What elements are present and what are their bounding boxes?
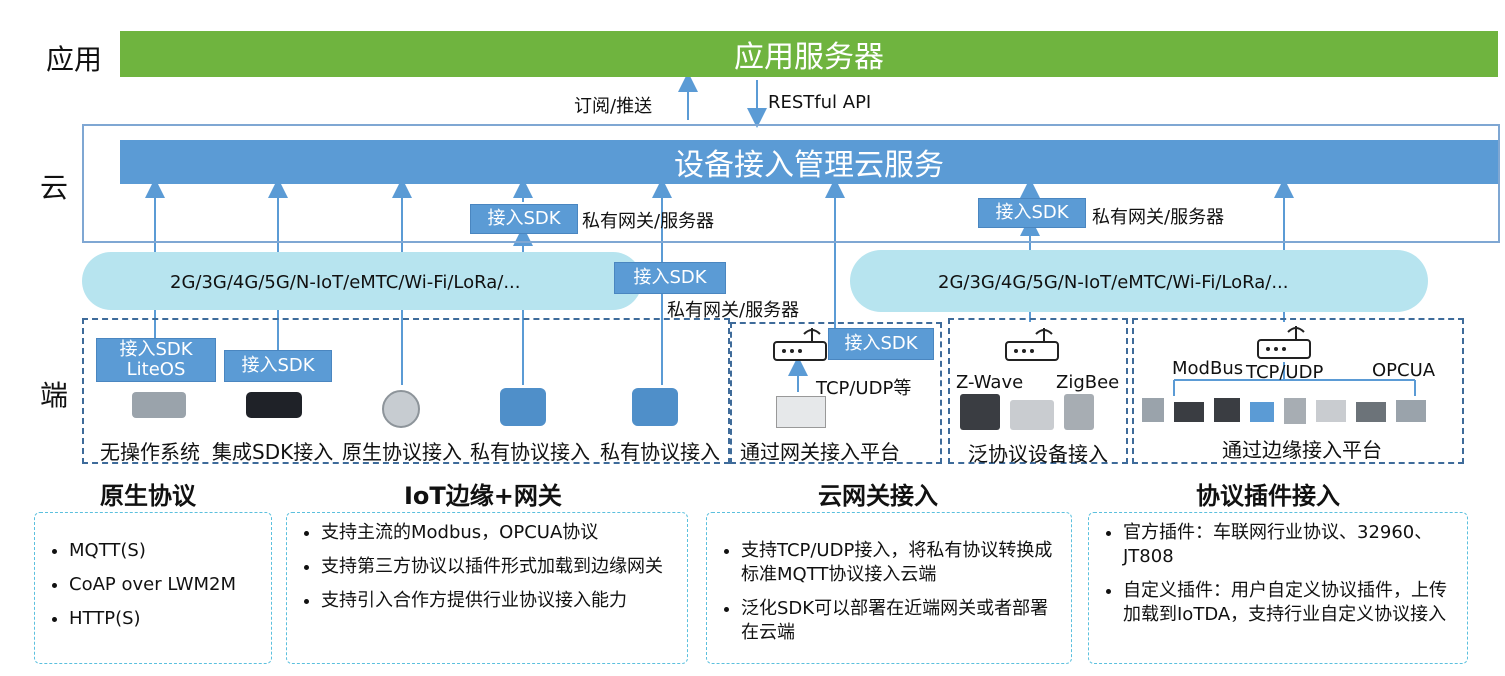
layer-label-device: 端 <box>40 379 69 412</box>
private-gw-label-1: 私有网关/服务器 <box>582 211 715 232</box>
app-server-bar: 应用服务器 <box>120 31 1498 77</box>
layer-label-cloud: 云 <box>40 171 69 204</box>
info-item: 泛化SDK可以部署在近端网关或者部署在云端 <box>741 597 1059 645</box>
info-item: CoAP over LWM2M <box>69 573 271 597</box>
bare-device-icon <box>132 392 186 418</box>
router-icon-3 <box>1257 326 1311 359</box>
info-item: 自定义插件：用户自定义协议插件，上传加载到IoTDA，支持行业自定义协议接入 <box>1123 579 1457 627</box>
device-caption: 私有协议接入 <box>600 440 720 464</box>
zwave-label: Z-Wave <box>956 372 1024 393</box>
sdk-box-3: 接入SDK <box>614 262 726 294</box>
info-box-cloud-gw: 支持TCP/UDP接入，将私有协议转换成标准MQTT协议接入云端 泛化SDK可以… <box>706 512 1072 664</box>
zigbee-label: ZigBee <box>1056 372 1120 393</box>
info-box-edge: 支持主流的Modbus，OPCUA协议 支持第三方协议以插件形式加载到边缘网关 … <box>286 512 688 664</box>
cloud-service-bar: 设备接入管理云服务 <box>120 140 1498 184</box>
info-item: 支持主流的Modbus，OPCUA协议 <box>321 521 677 545</box>
private-gw-label-2: 私有网关/服务器 <box>1092 207 1225 228</box>
sdk-box-2: 接入SDK <box>978 198 1086 228</box>
info-item: 支持第三方协议以插件形式加载到边缘网关 <box>321 555 677 579</box>
region-native <box>82 318 730 464</box>
info-box-plugin: 官方插件：车联网行业协议、32960、JT808 自定义插件：用户自定义协议插件… <box>1088 512 1468 664</box>
device-caption: 私有协议接入 <box>470 440 590 464</box>
region-gateway <box>730 322 942 464</box>
private-gw-label-3: 私有网关/服务器 <box>667 300 800 321</box>
device-caption: 原生协议接入 <box>342 440 462 464</box>
info-item: HTTP(S) <box>69 607 271 631</box>
device-caption: 通过边缘接入平台 <box>1222 438 1382 462</box>
network-label-right: 2G/3G/4G/5G/N-IoT/eMTC/Wi-Fi/LoRa/... <box>938 272 1289 293</box>
motor-icon <box>500 388 546 426</box>
push-label: 订阅/推送 <box>574 96 653 117</box>
section-title: 原生协议 <box>100 482 196 510</box>
device-caption: 泛协议设备接入 <box>968 442 1108 466</box>
edge-devices-icons <box>1142 398 1458 426</box>
section-title: 云网关接入 <box>818 482 938 510</box>
sdk-box-gateway: 接入SDK <box>828 328 934 360</box>
section-title: IoT边缘+网关 <box>404 482 562 510</box>
device-caption: 无操作系统 <box>100 440 200 464</box>
region-edge <box>1132 318 1464 464</box>
info-item: 官方插件：车联网行业协议、32960、JT808 <box>1123 521 1457 569</box>
info-item: 支持TCP/UDP接入，将私有协议转换成标准MQTT协议接入云端 <box>741 539 1059 587</box>
info-box-native: MQTT(S) CoAP over LWM2M HTTP(S) <box>34 512 272 664</box>
router-icon-2 <box>1005 328 1059 361</box>
modbus-label: ModBus <box>1172 358 1244 379</box>
gateway-device-icon <box>776 396 826 428</box>
section-title: 协议插件接入 <box>1196 482 1340 510</box>
network-cloud-right <box>850 250 1428 312</box>
network-cloud-left <box>82 252 642 310</box>
sdk-device-icon <box>246 392 302 418</box>
layer-label-app: 应用 <box>46 43 103 76</box>
sdk-liteos-line1: 接入SDK <box>119 339 193 360</box>
router-icon <box>773 328 827 361</box>
info-item: MQTT(S) <box>69 539 271 563</box>
sdk-box-device: 接入SDK <box>224 350 332 382</box>
region-generic <box>948 318 1128 464</box>
network-label-left: 2G/3G/4G/5G/N-IoT/eMTC/Wi-Fi/LoRa/... <box>170 272 521 293</box>
opcua-label: OPCUA <box>1372 360 1436 381</box>
generic-devices-icons <box>960 394 1110 430</box>
tcp-udp-label: TCP/UDP <box>1246 362 1324 383</box>
cloud-frame <box>82 124 1500 243</box>
motor-icon-2 <box>632 388 678 426</box>
sdk-box-1: 接入SDK <box>470 204 578 234</box>
device-caption: 集成SDK接入 <box>212 440 334 464</box>
info-item: 支持引入合作方提供行业协议接入能力 <box>321 589 677 613</box>
tcp-udp-etc-label: TCP/UDP等 <box>816 378 912 399</box>
device-caption: 通过网关接入平台 <box>740 440 900 464</box>
sdk-liteos-line2: LiteOS <box>126 359 186 380</box>
meter-icon <box>382 390 420 428</box>
restful-label: RESTful API <box>768 92 872 113</box>
